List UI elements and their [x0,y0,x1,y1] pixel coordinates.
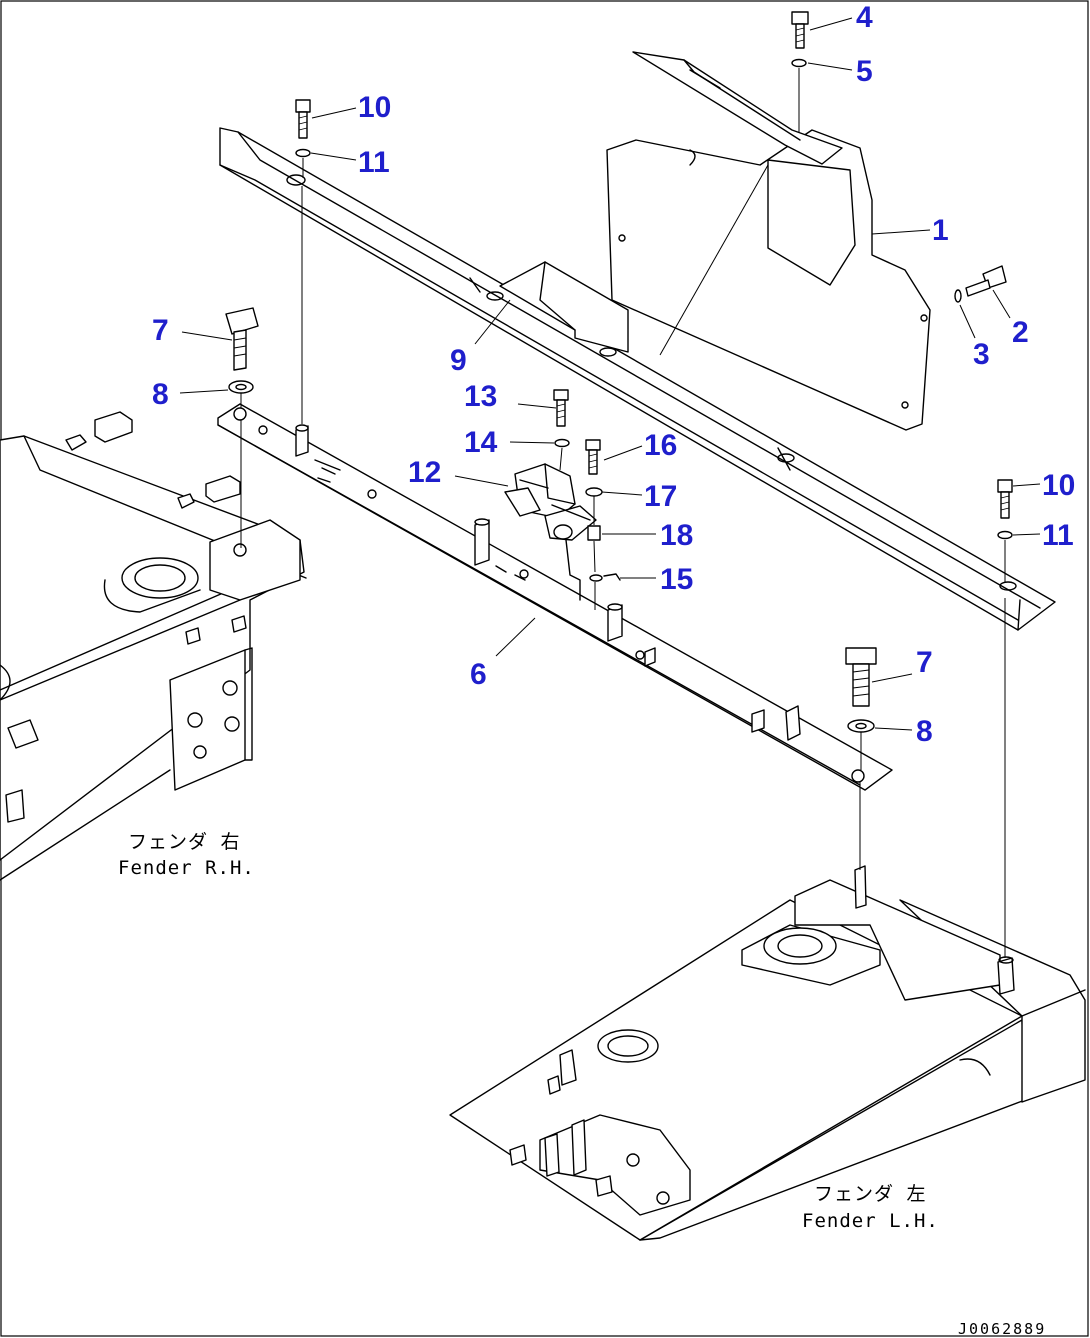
upper-rail [219,127,1056,631]
fasteners [225,11,1013,733]
callout-8: 8 [152,378,169,411]
washer-8-right-icon [847,719,875,733]
bolt-4-icon [791,11,809,49]
callout-3: 3 [973,338,990,371]
callout-11: 11 [358,146,390,179]
part-6-rail [217,403,893,791]
callout-11-right: 11 [1042,519,1074,552]
caption-fender-rh-en: Fender R.H. [118,857,255,879]
part-1-cover [606,129,931,431]
callout-9: 9 [450,344,467,377]
callout-10: 10 [358,91,391,124]
bolt-7-left-icon [225,307,259,371]
callout-7: 7 [152,314,169,347]
bolt-10-right-icon [997,479,1013,519]
washer-11-left-icon [295,148,311,158]
upper-bracket [632,51,843,165]
bolt-7-right-icon [845,647,877,707]
fender-rh [0,411,307,881]
part-12-switch [504,463,597,601]
bolt-2-icon [965,265,1007,297]
drawing-code: J0062889 [958,1320,1046,1338]
leader-lines [179,17,1041,731]
bolt-10-left-icon [295,99,311,139]
assembly-lines [240,68,1006,958]
bolt-16-icon [585,439,601,475]
callout-13: 13 [464,380,497,413]
nut-18-icon [587,525,601,541]
bolt-13-icon [553,389,569,427]
callout-5: 5 [856,55,873,88]
callout-4: 4 [856,1,873,34]
washer-5-icon [791,58,807,68]
washer-3-icon [954,289,962,303]
washer-17-icon [585,487,603,497]
callout-18: 18 [660,519,693,552]
caption-fender-rh-jp: フェンダ 右 [128,831,240,853]
callout-17: 17 [644,480,677,513]
callouts: 1 2 3 4 5 6 7 8 9 10 11 12 13 14 15 16 1… [152,1,1075,748]
washer-11-right-icon [997,530,1013,540]
callout-7-right: 7 [916,646,933,679]
callout-15: 15 [660,563,693,596]
callout-6: 6 [470,658,487,691]
callout-8-right: 8 [916,715,933,748]
callout-2: 2 [1012,316,1029,349]
callout-10-right: 10 [1042,469,1075,502]
callout-16: 16 [644,429,677,462]
washer-15-icon [589,574,603,582]
washer-8-left-icon [228,380,254,394]
callout-12: 12 [408,456,441,489]
caption-fender-lh-jp: フェンダ 左 [814,1183,926,1205]
caption-fender-lh-en: Fender L.H. [802,1210,939,1232]
washer-14-icon [554,438,570,448]
callout-1: 1 [932,214,949,247]
callout-14: 14 [464,426,498,459]
fender-lh [449,865,1086,1241]
